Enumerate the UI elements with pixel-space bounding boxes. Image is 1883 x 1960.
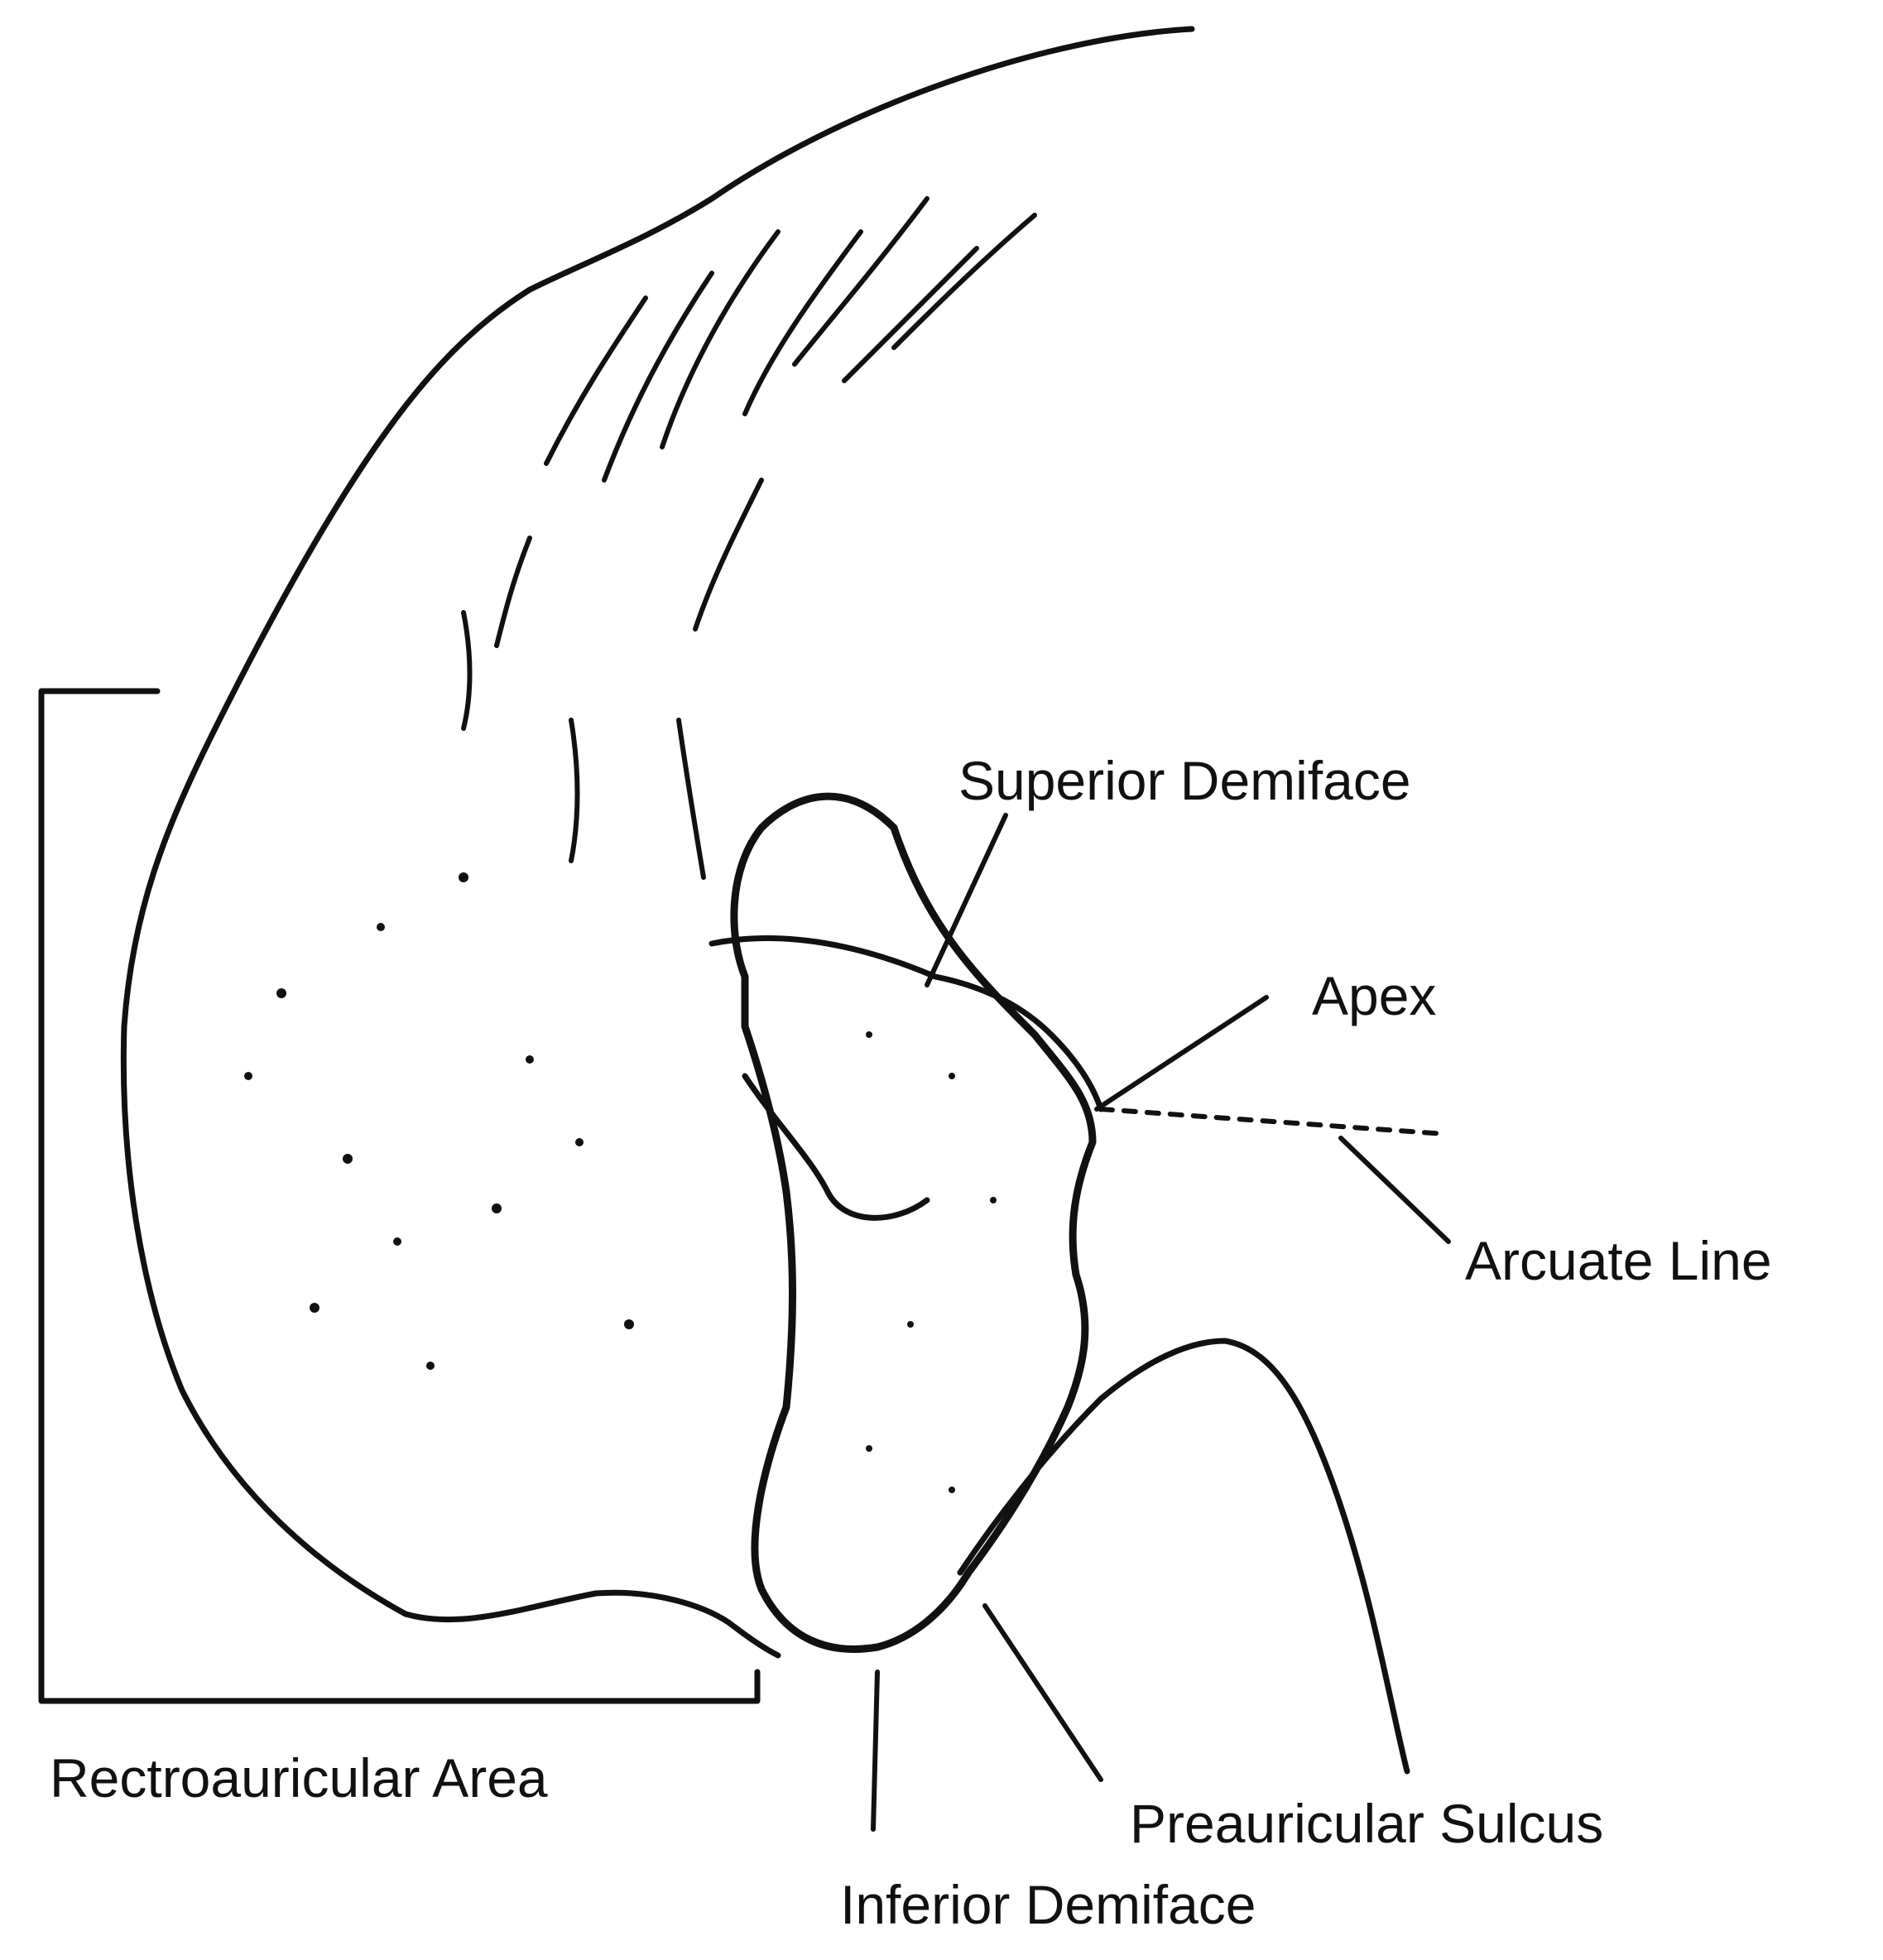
label-retroauricular-area: Rectroauricular Area bbox=[50, 1747, 548, 1809]
label-arcuate-line: Arcuate Line bbox=[1465, 1230, 1772, 1291]
label-apex: Apex bbox=[1312, 965, 1437, 1026]
arcuate-line-leader bbox=[1338, 1136, 1451, 1244]
auricular-fissure bbox=[742, 1073, 930, 1221]
fossa-striations bbox=[461, 196, 1037, 880]
preauricular-sulcus-leader bbox=[982, 1603, 1103, 1782]
auricular-surface-outline bbox=[730, 792, 1097, 1653]
label-preauricular-sulcus: Preauricular Sulcus bbox=[1130, 1793, 1604, 1854]
apex-leader bbox=[1094, 995, 1269, 1112]
arcuate-line-dotted bbox=[1098, 1107, 1447, 1136]
sciatic-notch bbox=[957, 1338, 1410, 1775]
ilium-outline bbox=[120, 26, 1195, 1659]
label-superior-demiface: Superior Demiface bbox=[958, 750, 1411, 811]
label-inferior-demiface: Inferior Demiface bbox=[840, 1874, 1256, 1935]
superior-demiface-leader bbox=[925, 813, 1008, 987]
superior-margin bbox=[709, 935, 1104, 1112]
inferior-demiface-leader bbox=[871, 1669, 880, 1832]
retroauricular-bracket bbox=[38, 688, 761, 1704]
bone-texture bbox=[244, 872, 997, 1493]
